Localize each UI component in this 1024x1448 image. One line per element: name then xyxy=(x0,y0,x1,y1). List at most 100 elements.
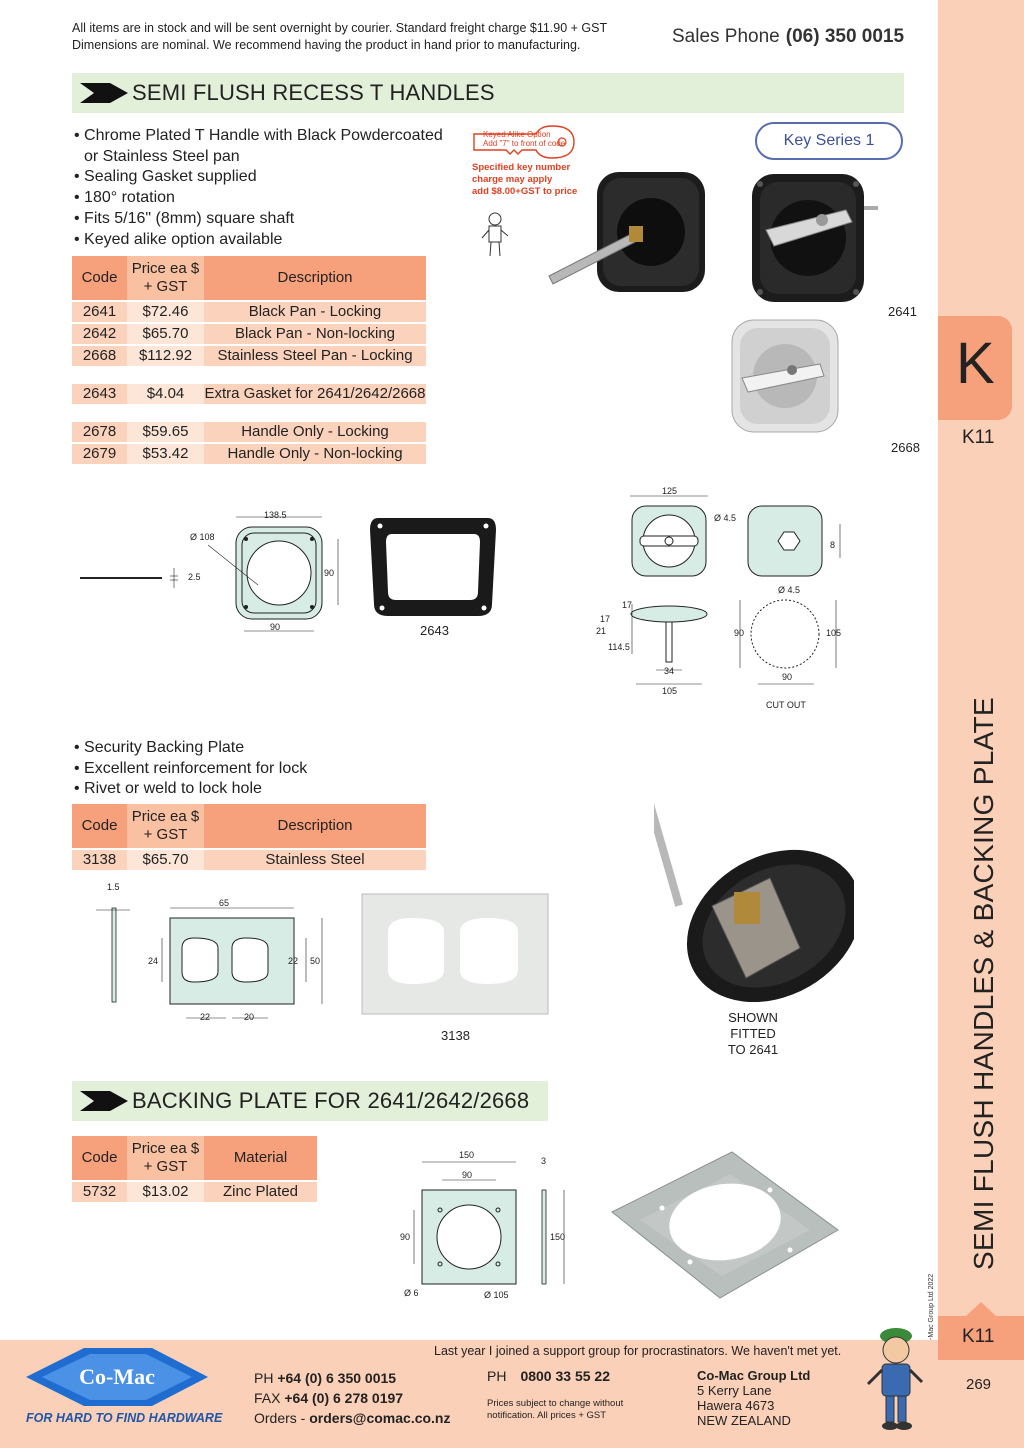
key-series-badge: Key Series 1 xyxy=(755,122,903,160)
ph-label: PH xyxy=(254,1370,274,1386)
notice-line-2: Dimensions are nominal. We recommend hav… xyxy=(72,38,581,52)
cell-price: $13.02 xyxy=(127,1182,204,1202)
ph-number[interactable]: +64 (0) 6 350 0015 xyxy=(277,1370,397,1386)
list-item: Rivet or weld to lock hole xyxy=(74,779,394,800)
dim-22-h: 22 xyxy=(200,1012,211,1022)
notice-line-1: All items are in stock and will be sent … xyxy=(72,21,608,35)
note-line: notification. All prices + GST xyxy=(487,1410,607,1421)
cell-code: 3138 xyxy=(72,850,127,870)
cell-code: 2642 xyxy=(72,324,127,344)
logo-text: Co-Mac xyxy=(79,1364,155,1389)
dim-dia-105: Ø 105 xyxy=(484,1290,509,1300)
cell-price: $59.65 xyxy=(127,422,204,442)
gasket-image xyxy=(370,518,496,616)
dim-2-5: 2.5 xyxy=(188,572,201,582)
stainless-handle-image xyxy=(731,319,839,433)
list-item: Fits 5/16" (8mm) square shaft xyxy=(74,209,454,230)
section-title: SEMI FLUSH RECESS T HANDLES xyxy=(132,80,495,105)
sales-number[interactable]: (06) 350 0015 xyxy=(785,26,905,47)
ph2-number[interactable]: 0800 33 55 22 xyxy=(520,1368,610,1384)
sales-label: Sales Phone xyxy=(672,26,780,47)
col-price: Price ea $ + GST xyxy=(127,256,204,300)
fitted-line-1: SHOWN FITTED xyxy=(728,1010,778,1041)
black-handle-side-image xyxy=(548,172,705,292)
dim-50: 50 xyxy=(310,956,321,966)
dim-90-h: 90 xyxy=(270,622,281,632)
handle-dimension-drawing xyxy=(630,495,841,685)
note-line: charge may apply xyxy=(472,174,553,185)
sales-phone: Sales Phone(06) 350 0015 xyxy=(672,26,904,48)
dim-90-v: 90 xyxy=(324,568,335,578)
specified-key-note: Specified key number charge may apply ad… xyxy=(472,162,577,198)
dim-114-5: 114.5 xyxy=(608,642,630,652)
list-item: 180° rotation xyxy=(74,188,454,209)
dim-105-v: 105 xyxy=(826,628,842,638)
fax-number: +64 (0) 6 278 0197 xyxy=(284,1390,404,1406)
cell-desc: Extra Gasket for 2641/2642/2668 xyxy=(204,384,426,404)
note-line: Prices subject to change without xyxy=(487,1398,624,1409)
vertical-section-title: SEMI FLUSH HANDLES & BACKING PLATE xyxy=(968,697,999,1270)
cell-desc: Black Pan - Locking xyxy=(204,302,426,322)
col-code: Code xyxy=(72,804,127,848)
cell-code: 2668 xyxy=(72,346,127,366)
page-code-bottom: K11 xyxy=(962,1326,995,1347)
page-code-top: K11 xyxy=(962,427,995,448)
zinc-plate-drawing xyxy=(413,1161,565,1285)
keyed-line-1: Keyed Alike Option xyxy=(483,130,551,139)
note-line: add $8.00+GST to price xyxy=(472,186,578,197)
zinc-plate-image xyxy=(611,1151,839,1299)
image-label-2668: 2668 xyxy=(891,440,920,455)
mascot-sketch-icon xyxy=(481,212,509,257)
col-price: Price ea $ + GST xyxy=(127,804,204,848)
price-table-handles: Code Price ea $ + GST Description 2641$7… xyxy=(72,254,426,466)
pan-dimension-drawing xyxy=(80,516,339,632)
keyed-alike-label: Keyed Alike Option Add "7" to front of c… xyxy=(483,130,565,148)
section-title: BACKING PLATE FOR 2641/2642/2668 xyxy=(132,1088,530,1113)
brand-tagline: FOR HARD TO FIND HARDWARE xyxy=(26,1411,223,1425)
dim-34: 34 xyxy=(664,666,675,676)
fax-label: FAX xyxy=(254,1390,281,1406)
dim-90-h-z: 90 xyxy=(462,1170,473,1180)
cell-desc: Stainless Steel Pan - Locking xyxy=(204,346,426,366)
page-number: 269 xyxy=(966,1376,992,1393)
dim-20: 20 xyxy=(244,1012,255,1022)
stock-notice: All items are in stock and will be sent … xyxy=(72,20,607,54)
section-bar-t-handles: SEMI FLUSH RECESS T HANDLES xyxy=(72,73,904,113)
orders-email[interactable]: orders@comac.co.nz xyxy=(309,1410,451,1426)
cell-code: 2679 xyxy=(72,444,127,464)
backing-plate-image xyxy=(361,893,549,1015)
arrow-icon xyxy=(80,1091,128,1111)
key-outline-icon xyxy=(473,125,575,159)
dim-17b: 17 xyxy=(600,614,611,624)
cell-desc: Handle Only - Locking xyxy=(204,422,426,442)
freephone: PH 0800 33 55 22 xyxy=(487,1368,610,1384)
backing-plate-drawing xyxy=(96,907,323,1019)
cell-price: $112.92 xyxy=(127,346,204,366)
dim-90-v-z: 90 xyxy=(400,1232,411,1242)
dim-21: 21 xyxy=(596,626,607,636)
ph2-label: PH xyxy=(487,1368,507,1384)
orders-label: Orders - xyxy=(254,1410,306,1426)
cell-code: 2678 xyxy=(72,422,127,442)
dim-105: 105 xyxy=(662,686,678,696)
col-code: Code xyxy=(72,1136,127,1180)
addr-line: 5 Kerry Lane xyxy=(697,1383,772,1398)
addr-line: Hawera 4673 xyxy=(697,1398,775,1413)
cell-price: $65.70 xyxy=(127,324,204,344)
k-tab xyxy=(938,316,1012,420)
cell-price: $65.70 xyxy=(127,850,204,870)
note-line: Specified key number xyxy=(472,162,571,173)
dim-hole-4-5-b: Ø 4.5 xyxy=(778,585,801,595)
cell-desc: Stainless Steel xyxy=(204,850,426,870)
image-label-3138: 3138 xyxy=(441,1028,470,1043)
backing-feature-list: Security Backing Plate Excellent reinfor… xyxy=(74,738,394,800)
keyed-line-2: Add "7" to front of code xyxy=(483,139,566,148)
col-description: Description xyxy=(204,256,426,300)
image-label-2641: 2641 xyxy=(888,304,917,319)
table-header-row: Code Price ea $ + GST Description xyxy=(72,256,426,300)
